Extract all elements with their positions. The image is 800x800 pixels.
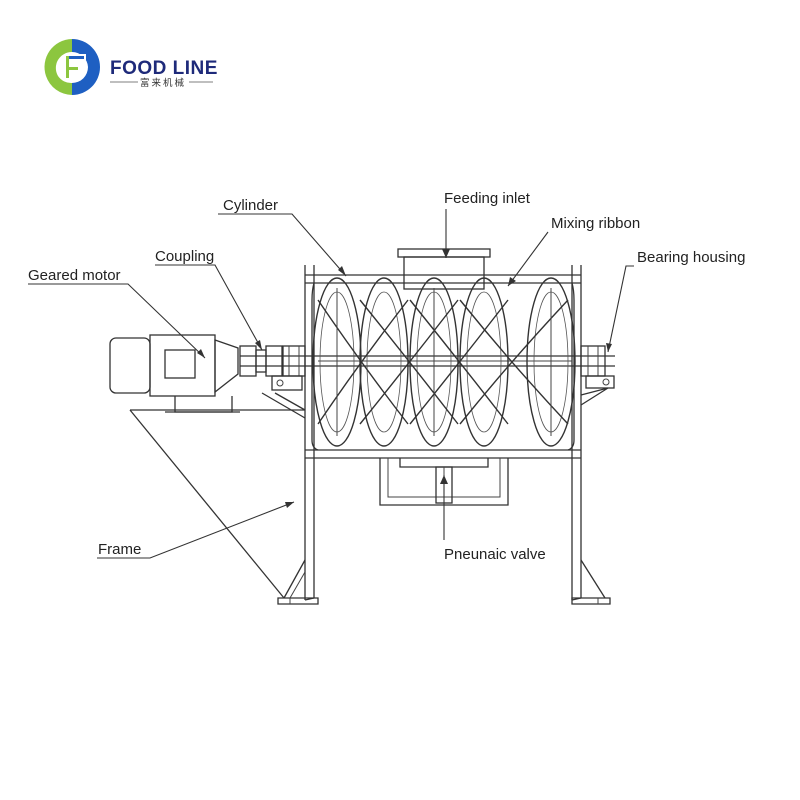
label-coupling: Coupling	[155, 248, 214, 265]
mixing-ribbon	[312, 277, 576, 447]
mixer-shaft	[240, 355, 615, 367]
label-mixing-ribbon: Mixing ribbon	[551, 215, 640, 232]
food-line-logo-icon	[44, 39, 100, 95]
label-bearing-housing: Bearing housing	[637, 249, 745, 266]
label-feeding-inlet: Feeding inlet	[444, 190, 531, 207]
leader-lines	[28, 209, 634, 559]
bearing-housing-right	[580, 345, 615, 389]
coupling	[239, 345, 283, 377]
brand-name: FOOD LINE	[110, 58, 218, 79]
label-frame: Frame	[98, 541, 141, 558]
brand-subtitle: 富来机械	[140, 77, 186, 89]
label-cylinder: Cylinder	[223, 197, 278, 214]
label-pneumatic-valve: Pneunaic valve	[444, 546, 546, 563]
brand-logo: FOOD LINE 富来机械	[44, 39, 218, 95]
part-labels: Cylinder Feeding inlet Mixing ribbon Cou…	[28, 190, 745, 563]
geared-motor	[109, 334, 240, 413]
bearing-housing-left	[271, 345, 306, 391]
label-geared-motor: Geared motor	[28, 267, 121, 284]
